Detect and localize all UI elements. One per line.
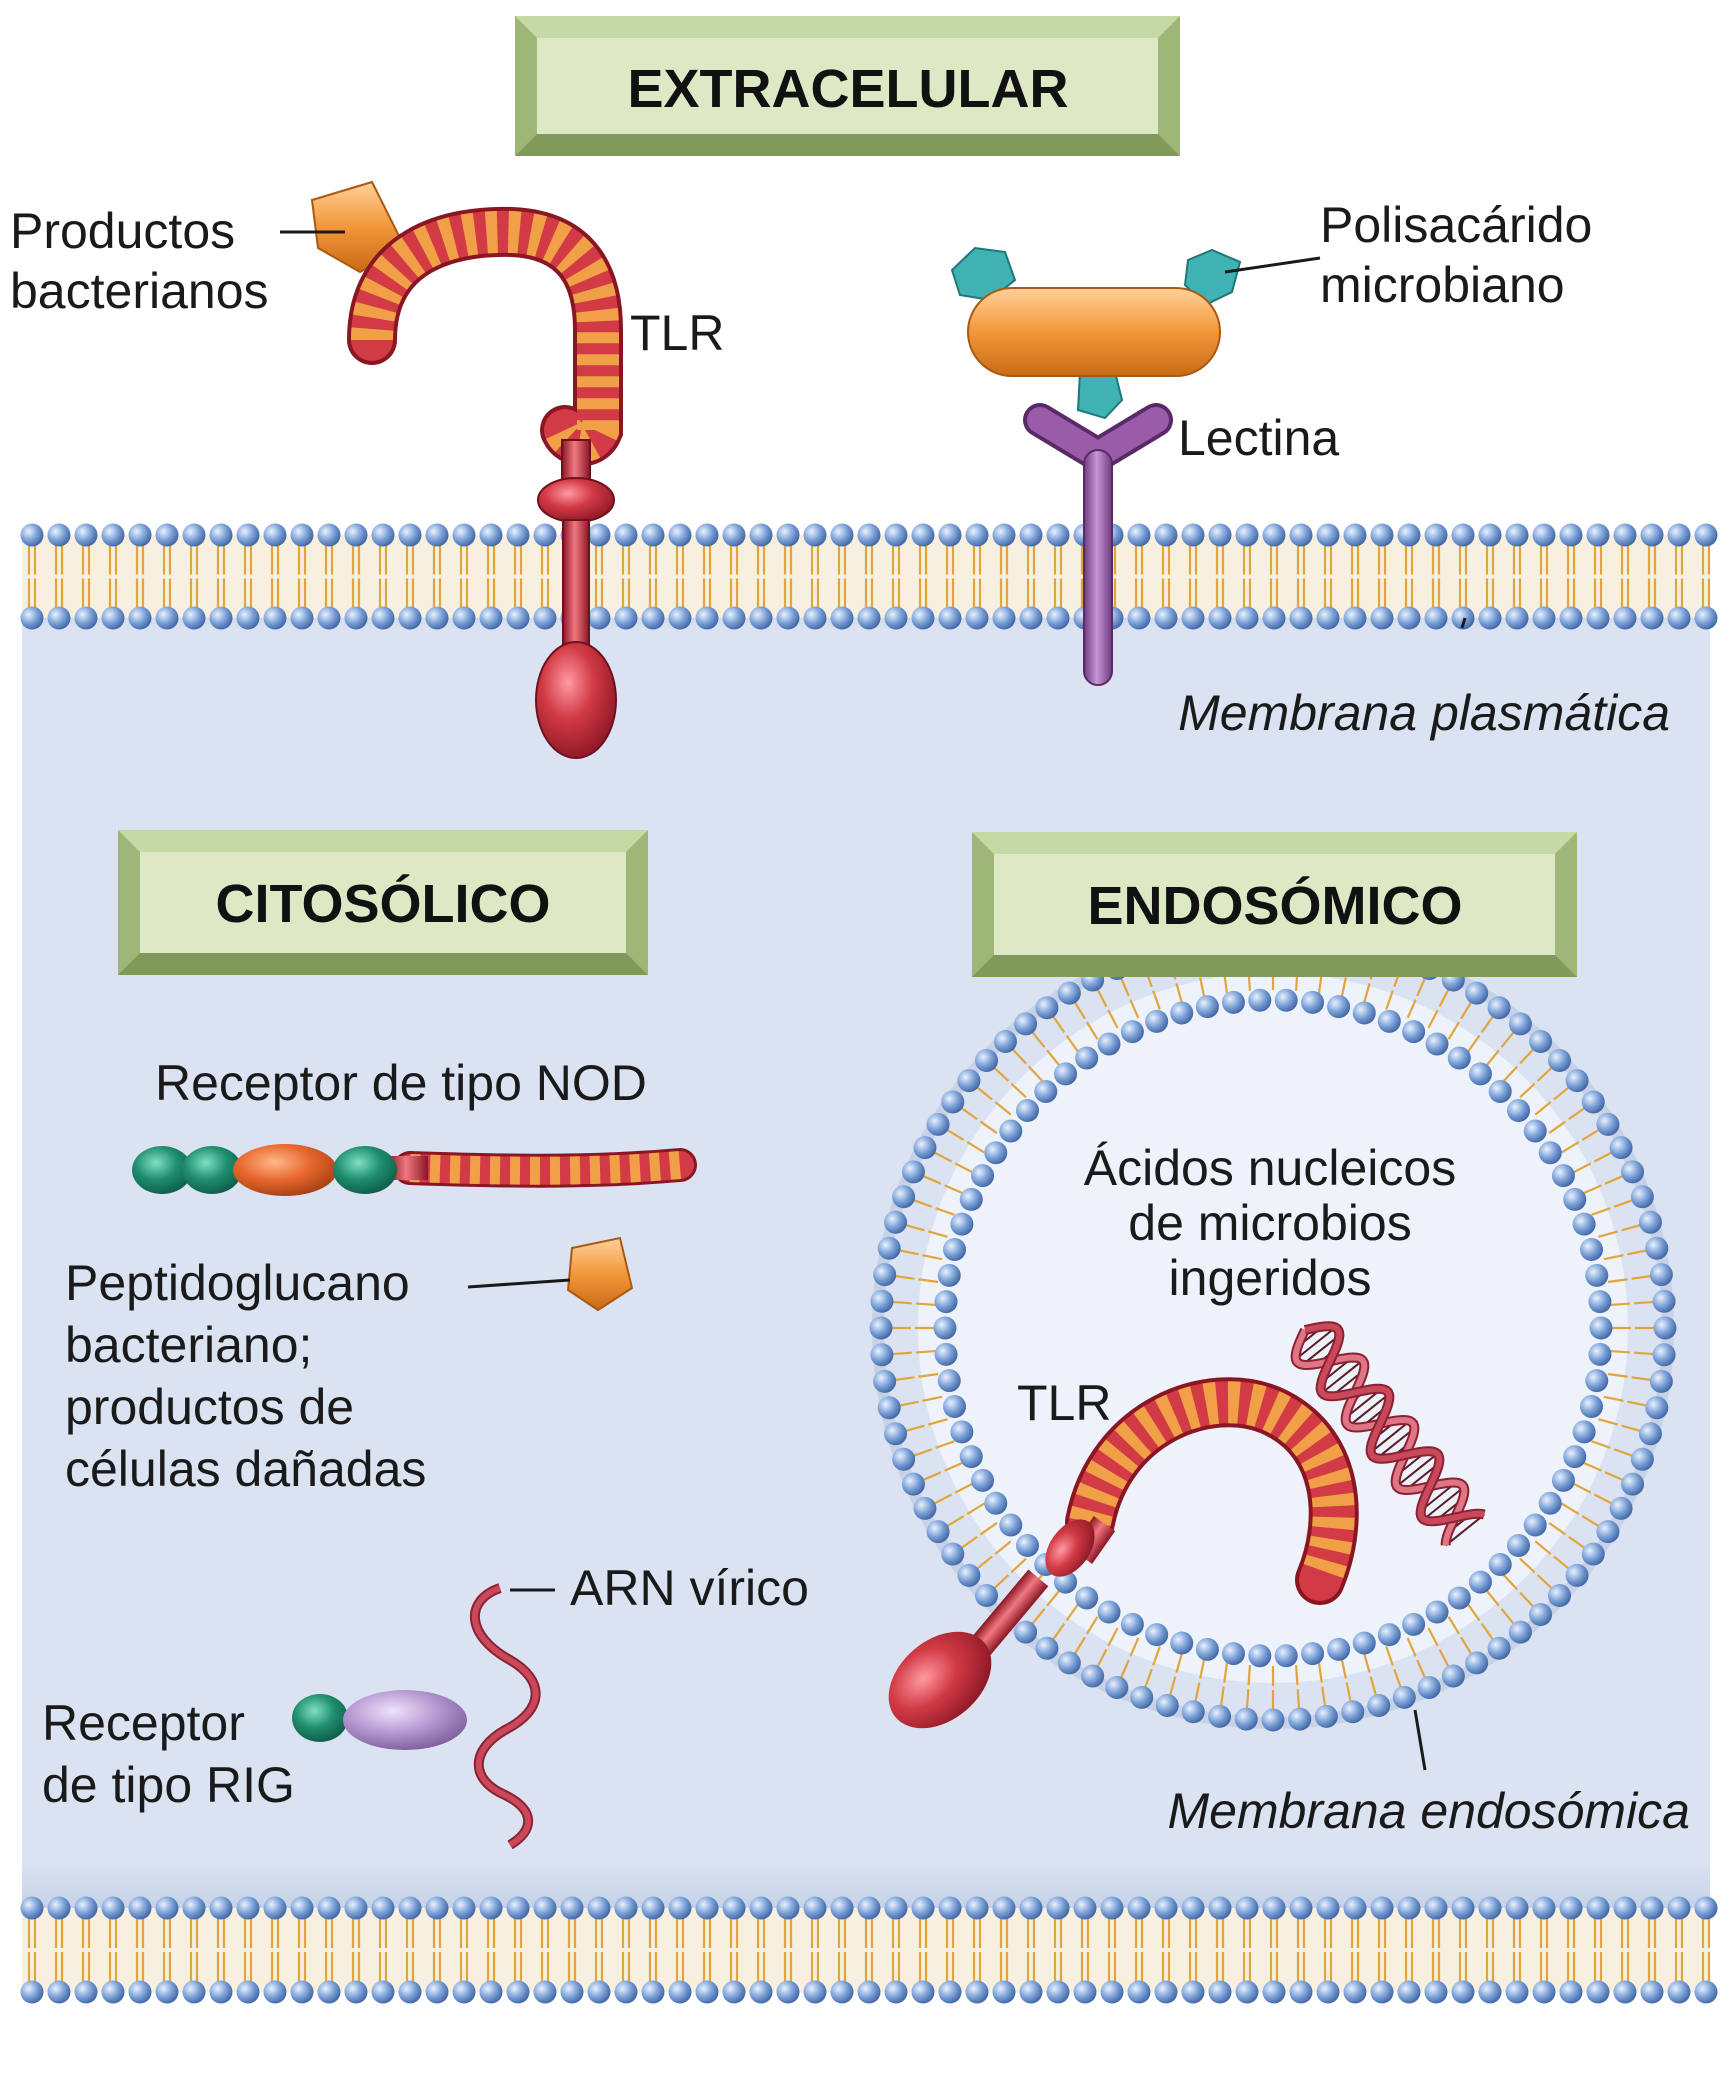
- header-box-extracellular: EXTRACELULAR: [515, 16, 1180, 156]
- endosome-vesicle: [869, 924, 1677, 1732]
- header-extracellular: EXTRACELULAR: [628, 59, 1069, 119]
- nod-like-receptor: [132, 1144, 697, 1196]
- rig-like-receptor: [292, 1583, 541, 1850]
- header-box-endosomal: ENDOSÓMICO: [972, 832, 1577, 977]
- label-bacterial-products-1: Productos: [10, 203, 235, 259]
- label-nucleic-acids-1: Ácidos nucleicos: [1084, 1140, 1456, 1196]
- leader-peptidoglycan: [467, 1278, 571, 1289]
- label-nucleic-acids-3: ingeridos: [1169, 1250, 1372, 1306]
- header-cytosolic: CITOSÓLICO: [215, 874, 550, 934]
- label-lectin: Lectina: [1178, 410, 1339, 466]
- header-endosomal: ENDOSÓMICO: [1087, 876, 1462, 936]
- label-tlr-endosomal: TLR: [1017, 1375, 1111, 1431]
- label-polysaccharide-1: Polisacárido: [1320, 197, 1592, 253]
- label-nucleic-acids-2: de microbios: [1128, 1195, 1411, 1251]
- label-viral-rna: ARN vírico: [570, 1560, 809, 1616]
- label-bacterial-products-2: bacterianos: [10, 263, 269, 319]
- label-tlr-surface: TLR: [630, 305, 724, 361]
- surface-tlr: [310, 180, 623, 759]
- label-nod-receptor: Receptor de tipo NOD: [155, 1055, 647, 1111]
- label-plasma-membrane: Membrana plasmática: [1178, 685, 1670, 741]
- lectin-stem: [1083, 449, 1113, 686]
- label-rig-receptor-1: Receptor: [42, 1695, 245, 1751]
- label-peptidoglycan-2: bacteriano;: [65, 1317, 312, 1373]
- bottom-membrane-bilayer: [20, 1896, 1718, 2004]
- label-peptidoglycan-4: células dañadas: [65, 1441, 426, 1497]
- label-peptidoglycan-1: Peptidoglucano: [65, 1255, 410, 1311]
- header-box-cytosolic: CITOSÓLICO: [118, 830, 648, 975]
- label-polysaccharide-2: microbiano: [1320, 257, 1565, 313]
- peptidoglycan-shape: [566, 1236, 634, 1312]
- polysaccharide-capsule: [967, 287, 1221, 377]
- leader-endosomal-membrane: [1413, 1709, 1427, 1771]
- label-endosomal-membrane: Membrana endosómica: [1168, 1783, 1691, 1839]
- endosomal-tlr: [888, 1377, 1359, 1729]
- label-peptidoglycan-3: productos de: [65, 1379, 354, 1435]
- plasma-membrane-bilayer: [20, 523, 1718, 630]
- leader-polysaccharide: [1224, 256, 1321, 274]
- nucleic-acid-double-helix: [1290, 1321, 1486, 1547]
- leader-plasma-membrane: [1460, 617, 1467, 629]
- label-rig-receptor-2: de tipo RIG: [42, 1757, 295, 1813]
- lectin-polysaccharide: [950, 246, 1242, 686]
